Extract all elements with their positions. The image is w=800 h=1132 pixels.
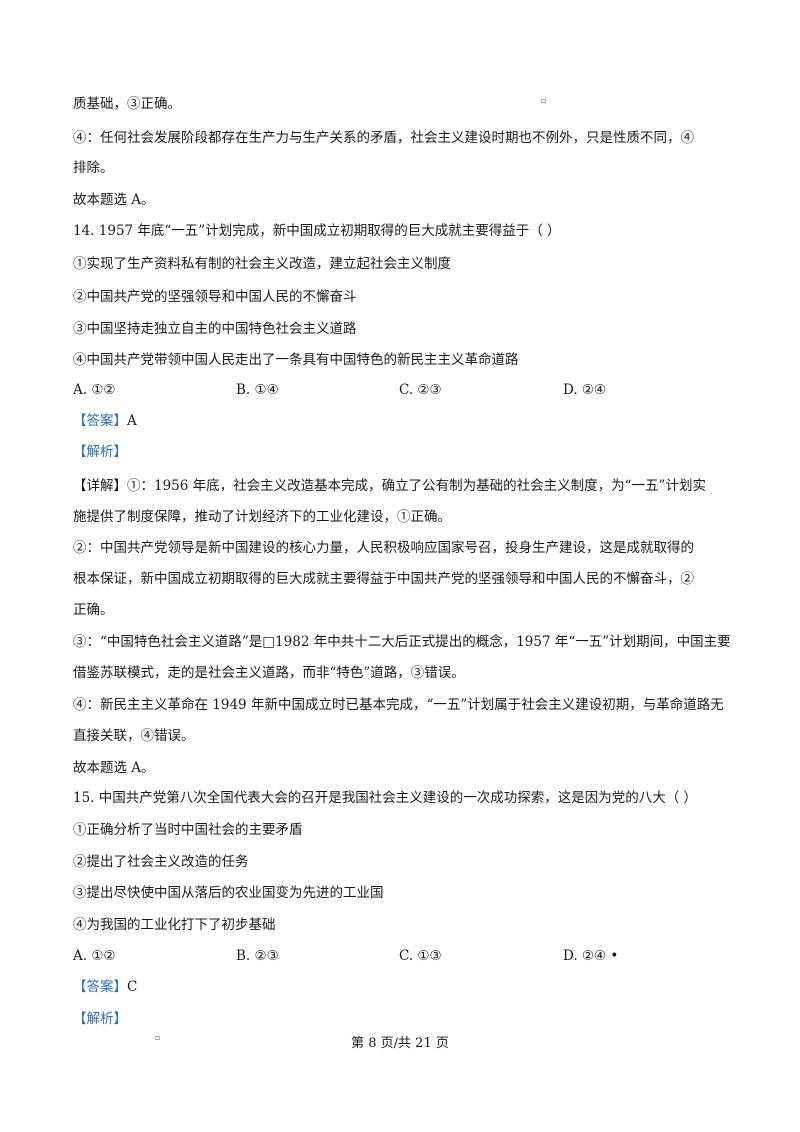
question-14-answer: 【答案】A bbox=[73, 411, 733, 431]
detail-line: ②：中国共产党领导是新中国建设的核心力量，人民积极响应国家号召，投身生产建设，这… bbox=[73, 540, 694, 556]
text-line: 故本题选 A。 bbox=[73, 192, 155, 208]
scan-mark: ▫ bbox=[541, 96, 547, 105]
answer-value: A bbox=[127, 413, 137, 429]
option-a: A. ①② bbox=[73, 382, 116, 398]
question-14-analysis: 【解析】 bbox=[73, 442, 733, 462]
detail-line: ④：新民主主义革命在 1949 年新中国成立时已基本完成，“一五”计划属于社会主… bbox=[73, 697, 724, 713]
detail-line: 【详解】①：1956 年底，社会主义改造基本完成，确立了公有制为基础的社会主义制… bbox=[73, 476, 733, 496]
detail-line: 借鉴苏联模式，走的是社会主义道路，而非“特色”道路，③错误。 bbox=[73, 665, 465, 681]
detail-line: ③：“中国特色社会主义道路”是□1982 年中共十二大后正式提出的概念，1957… bbox=[73, 634, 731, 650]
answer-label: 【答案】 bbox=[73, 979, 127, 995]
detail-line: 施提供了制度保障，推动了计划经济下的工业化建设，①正确。 bbox=[73, 509, 451, 525]
question-14-stem: 14. 1957 年底“一五”计划完成，新中国成立初期取得的巨大成就主要得益于（… bbox=[73, 223, 561, 239]
question-14-statement: ①实现了生产资料私有制的社会主义改造，建立起社会主义制度 bbox=[73, 256, 451, 272]
analysis-label: 【解析】 bbox=[73, 1011, 127, 1027]
question-14-statement: ④中国共产党带领中国人民走出了一条具有中国特色的新民主主义革命道路 bbox=[73, 352, 519, 368]
detail-text: ①：1956 年底，社会主义改造基本完成，确立了公有制为基础的社会主义制度，为“… bbox=[127, 478, 706, 494]
question-15-statement: ③提出尽快使中国从落后的农业国变为先进的工业国 bbox=[73, 885, 384, 901]
scan-mark: ▫ bbox=[155, 1033, 161, 1042]
option-d: D. ②④ • bbox=[563, 948, 619, 964]
question-15-statement: ①正确分析了当时中国社会的主要矛盾 bbox=[73, 822, 303, 838]
detail-line: 故本题选 A。 bbox=[73, 760, 155, 776]
text-line: 排除。 bbox=[73, 160, 114, 176]
option-b: B. ②③ bbox=[236, 948, 279, 964]
page-footer: 第 8 页/共 21 页 bbox=[351, 1036, 449, 1051]
question-15-statement: ②提出了社会主义改造的任务 bbox=[73, 854, 249, 870]
option-c: C. ②③ bbox=[399, 382, 442, 398]
question-15-analysis: 【解析】 bbox=[73, 1009, 733, 1029]
option-a: A. ①② bbox=[73, 948, 116, 964]
text-line: 质基础，③正确。 bbox=[73, 96, 181, 112]
answer-value: C bbox=[127, 979, 138, 995]
detail-line: 直接关联，④错误。 bbox=[73, 728, 195, 744]
detail-label: 【详解】 bbox=[73, 478, 127, 494]
option-b: B. ①④ bbox=[236, 382, 279, 398]
question-15-answer: 【答案】C bbox=[73, 977, 733, 997]
question-15-stem: 15. 中国共产党第八次全国代表大会的召开是我国社会主义建设的一次成功探索，这是… bbox=[73, 790, 698, 806]
option-d: D. ②④ bbox=[563, 382, 607, 398]
text-line: ④：任何社会发展阶段都存在生产力与生产关系的矛盾，社会主义建设时期也不例外，只是… bbox=[73, 130, 694, 146]
question-15-statement: ④为我国的工业化打下了初步基础 bbox=[73, 917, 276, 933]
question-14-statement: ②中国共产党的坚强领导和中国人民的不懈奋斗 bbox=[73, 289, 357, 305]
option-c: C. ①③ bbox=[399, 948, 442, 964]
detail-line: 根本保证，新中国成立初期取得的巨大成就主要得益于中国共产党的坚强领导和中国人民的… bbox=[73, 571, 694, 587]
answer-label: 【答案】 bbox=[73, 413, 127, 429]
analysis-label: 【解析】 bbox=[73, 444, 127, 460]
question-14-statement: ③中国坚持走独立自主的中国特色社会主义道路 bbox=[73, 321, 357, 337]
detail-line: 正确。 bbox=[73, 602, 114, 618]
